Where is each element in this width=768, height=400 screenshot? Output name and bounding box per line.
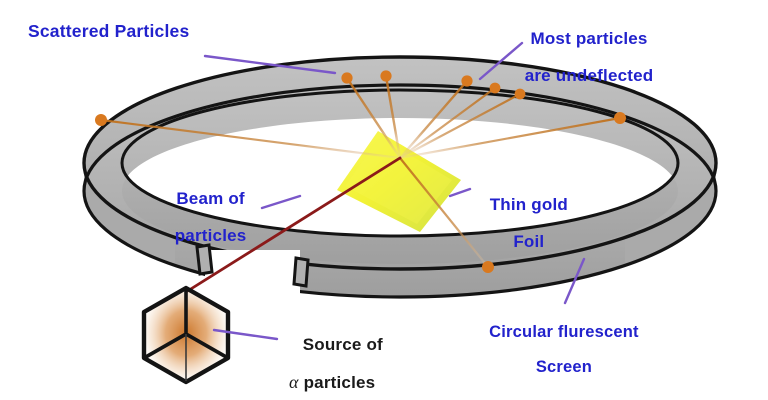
label-source-of-alpha-particles: Source of α particles — [283, 318, 383, 400]
detector-dots — [95, 70, 626, 273]
ray-right — [398, 116, 622, 160]
label-source-line1: Source of — [302, 335, 383, 355]
label-foil-line2: Foil — [513, 232, 545, 252]
alpha-particle-source-cube — [141, 285, 231, 385]
label-foil-line1: Thin gold — [489, 195, 568, 215]
source-cube-outline — [141, 285, 231, 385]
gold-foil-sheet-glow — [345, 137, 452, 224]
thin-gold-foil — [337, 131, 461, 232]
ray-top-4 — [398, 86, 497, 160]
alpha-symbol: α — [289, 372, 299, 393]
dot-bottom-right — [482, 261, 494, 273]
ring-side-wall — [84, 163, 175, 266]
dot-left-back-scatter — [95, 114, 107, 126]
ring-inner-top-edge — [120, 88, 680, 238]
ring-end-cap-left — [195, 243, 214, 276]
scattered-particle-rays — [99, 74, 622, 269]
pointer-beam — [260, 194, 302, 210]
label-scattered-particles: Scattered Particles — [28, 21, 190, 41]
dot-right — [614, 112, 626, 124]
label-source-particles-word: particles — [298, 373, 376, 393]
pointer-circular-screen — [563, 257, 586, 305]
label-beam-of-particles: Beam of particles — [155, 172, 247, 264]
pointer-thin-gold-foil — [448, 187, 472, 198]
incident-beam — [184, 156, 402, 294]
pointer-source — [212, 328, 279, 341]
ray-top-5 — [398, 92, 522, 160]
circular-fluorescent-screen-ring — [82, 55, 718, 299]
label-screen-line2: Screen — [535, 358, 593, 377]
dot-top-4 — [489, 82, 501, 94]
dot-top-3 — [461, 75, 473, 87]
ray-top-3 — [398, 79, 469, 160]
gold-foil-sheet — [337, 131, 461, 232]
label-circular-fluorescent-screen: Circular flurescent Screen — [470, 306, 639, 395]
ring-outer-top-edge — [82, 55, 718, 271]
dot-top-1 — [341, 72, 353, 84]
label-pointer-lines — [203, 41, 586, 341]
dot-top-5 — [514, 88, 526, 100]
ring-gap-end-caps — [195, 243, 310, 288]
label-most-undeflected-line1: Most particles — [530, 29, 648, 49]
source-cube-inner-edges — [143, 288, 229, 360]
label-most-particles-undeflected: Most particles are undeflected — [505, 12, 653, 104]
ring-side-wall-right — [625, 163, 716, 266]
ray-top-2 — [384, 74, 402, 160]
label-beam-line1: Beam of — [176, 189, 245, 209]
dot-top-2 — [380, 70, 392, 82]
label-source-line2: α particles — [289, 372, 383, 393]
label-most-undeflected-line2: are undeflected — [524, 66, 654, 86]
ring-outer-bottom-edge — [82, 83, 718, 299]
label-beam-line2: particles — [174, 226, 247, 246]
label-screen-line1: Circular flurescent — [489, 322, 639, 341]
ring-end-cap-right — [292, 256, 310, 288]
pointer-scattered-particles — [203, 54, 337, 75]
ray-back-left — [99, 118, 402, 160]
ray-bottom-right — [398, 156, 490, 269]
pointer-most-undeflected — [478, 41, 524, 81]
label-thin-gold-foil: Thin gold Foil — [470, 178, 568, 270]
ray-top-1 — [345, 76, 402, 160]
beam-line — [184, 156, 402, 294]
